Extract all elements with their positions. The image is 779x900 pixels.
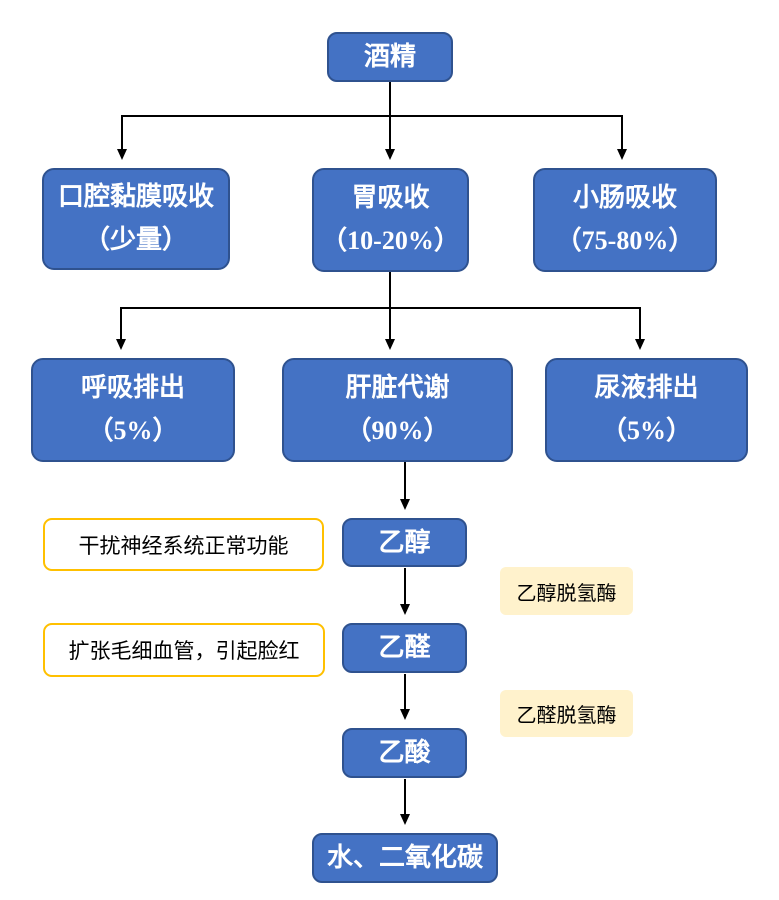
label-acetaldehyde-dehydrogenase: 乙醛脱氢酶 xyxy=(500,690,633,737)
node-oral-absorption: 口腔黏膜吸收 （少量） xyxy=(42,168,230,270)
node-acetic-acid: 乙酸 xyxy=(342,728,467,778)
node-acetaldehyde: 乙醛 xyxy=(342,623,467,673)
node-ethanol: 乙醇 xyxy=(342,518,467,567)
label-alcohol-dehydrogenase: 乙醇脱氢酶 xyxy=(500,567,633,615)
node-water-co2: 水、二氧化碳 xyxy=(312,833,498,883)
node-stomach-absorption: 胃吸收 （10-20%） xyxy=(312,168,469,272)
note-nervous-system-effect: 干扰神经系统正常功能 xyxy=(43,518,324,571)
note-capillary-flushing-effect: 扩张毛细血管，引起脸红 xyxy=(43,623,325,677)
node-liver-metabolism: 肝脏代谢 （90%） xyxy=(282,358,513,462)
node-intestine-absorption: 小肠吸收 （75-80%） xyxy=(533,168,717,272)
node-breath-excretion: 呼吸排出 （5%） xyxy=(31,358,235,462)
node-urine-excretion: 尿液排出 （5%） xyxy=(545,358,748,462)
node-alcohol: 酒精 xyxy=(327,32,453,82)
